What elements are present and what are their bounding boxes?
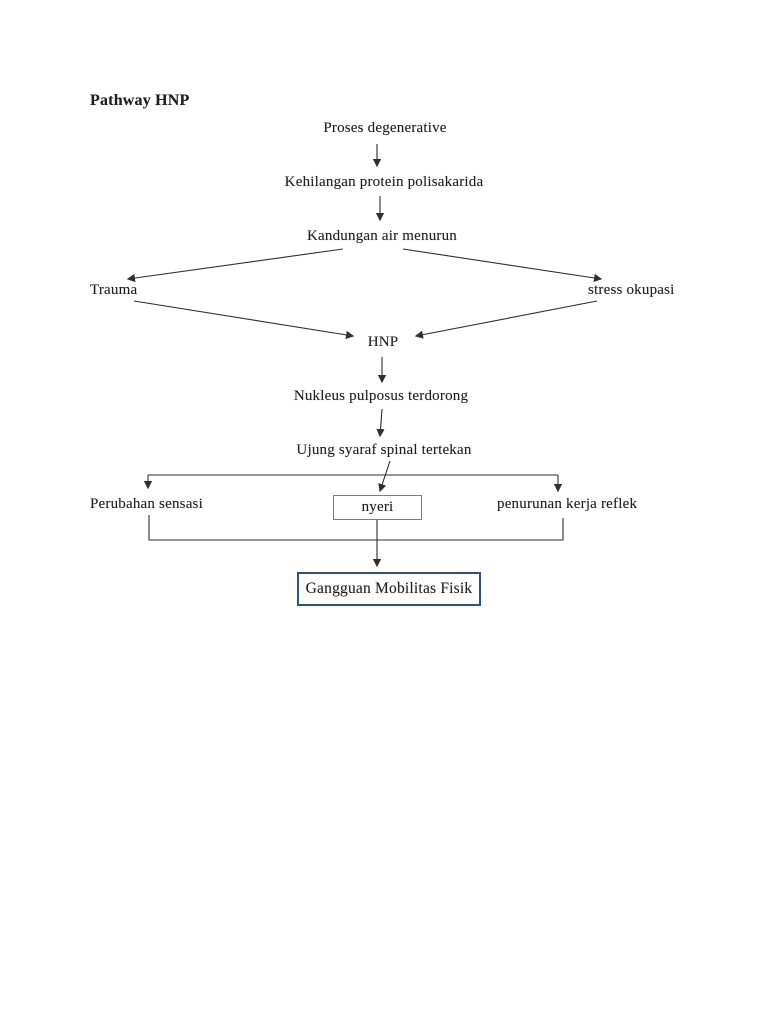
arrow-kandungan-to-trauma xyxy=(126,248,344,283)
node-kehilangan-protein: Kehilangan protein polisakarida xyxy=(284,174,484,190)
node-nyeri-box: nyeri xyxy=(333,495,422,520)
node-hnp: HNP xyxy=(367,334,399,350)
arrow-nukleus-to-ujung xyxy=(376,408,385,438)
node-trauma: Trauma xyxy=(90,282,138,298)
page-title: Pathway HNP xyxy=(90,92,190,109)
node-gangguan-mobilitas-label: Gangguan Mobilitas Fisik xyxy=(305,580,473,597)
node-nyeri-label: nyeri xyxy=(361,499,394,515)
node-penurunan-kerja-reflek: penurunan kerja reflek xyxy=(497,496,638,512)
node-kandungan-air: Kandungan air menurun xyxy=(307,228,457,244)
arrow-kandungan-to-stress xyxy=(402,248,603,283)
node-stress-okupasi: stress okupasi xyxy=(588,282,675,298)
arrow-trauma-to-hnp xyxy=(133,300,355,339)
node-gangguan-mobilitas-box: Gangguan Mobilitas Fisik xyxy=(297,572,481,606)
node-proses-degenerative: Proses degenerative xyxy=(323,120,447,136)
arrow-ujung-to-nyeri xyxy=(378,460,391,493)
node-ujung-syaraf: Ujung syaraf spinal tertekan xyxy=(296,442,472,458)
node-perubahan-sensasi: Perubahan sensasi xyxy=(90,496,203,512)
arrow-stress-to-hnp xyxy=(414,300,598,339)
node-nukleus-pulposus: Nukleus pulposus terdorong xyxy=(293,388,469,404)
bottom-bracket-line xyxy=(148,515,564,541)
